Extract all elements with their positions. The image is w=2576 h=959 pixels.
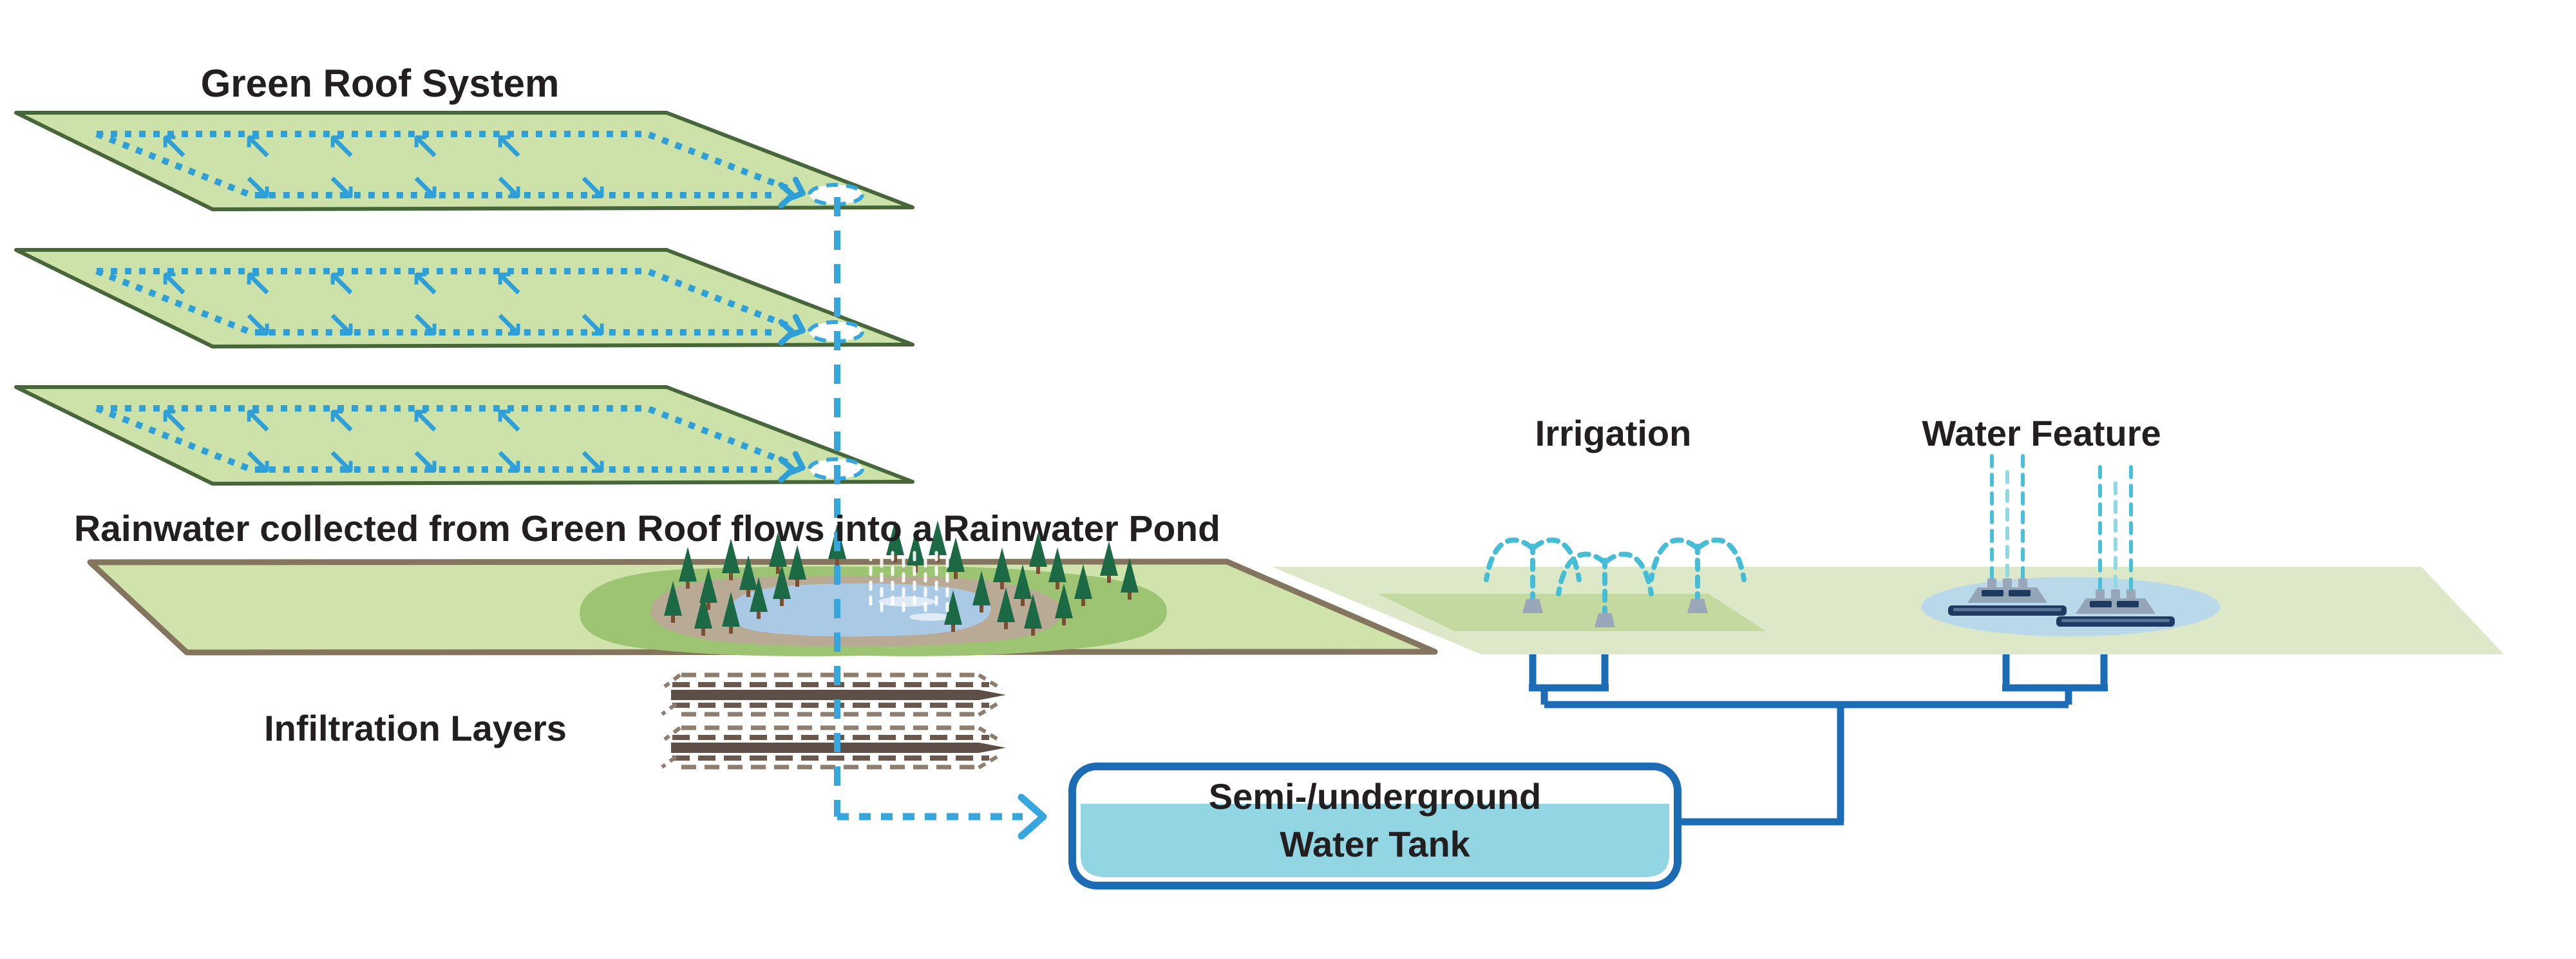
irrigation-label: Irrigation [1535, 413, 1692, 453]
irrigation-supply-pipe [1529, 654, 1609, 705]
reuse-ground-plane [1272, 567, 2504, 654]
green-roof-layer-1 [16, 113, 913, 210]
green-roof-system [16, 113, 913, 484]
green-roof-layer-2 [16, 250, 913, 347]
water-feature-supply-pipe [2002, 654, 2108, 705]
irrigation-lawn [1378, 594, 1766, 631]
green-roof-layer-3 [16, 387, 913, 484]
flow-arrowhead-icon [1018, 793, 1047, 840]
infiltration-label: Infiltration Layers [264, 708, 567, 748]
rain-streaks-icon [869, 551, 949, 614]
diagram-title: Green Roof System [201, 62, 560, 105]
rainwater-ground-plane [87, 520, 1438, 656]
water-feature-label: Water Feature [1922, 413, 2161, 453]
water-tank: Semi-/underground Water Tank [1068, 763, 1681, 889]
pipe-network [1529, 654, 2108, 826]
infiltration-layers [662, 675, 1006, 768]
rainwater-caption: Rainwater collected from Green Roof flow… [74, 508, 1220, 549]
tank-label-line1: Semi-/underground [1209, 776, 1541, 817]
tank-water-fill [1081, 804, 1669, 877]
rainwater-flow-line [834, 197, 1047, 840]
tank-label-line2: Water Tank [1280, 824, 1470, 864]
